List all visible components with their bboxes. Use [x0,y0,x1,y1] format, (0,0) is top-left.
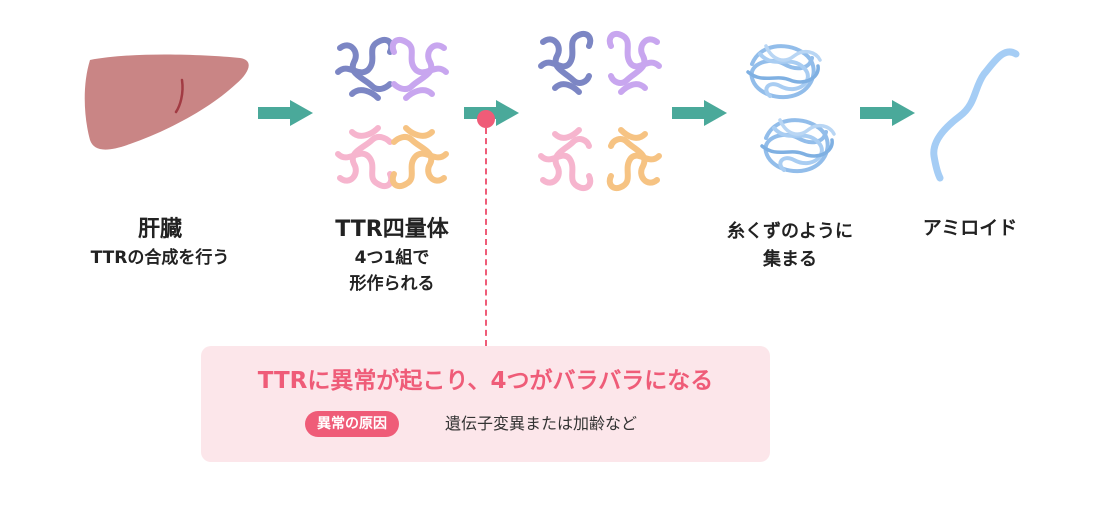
aggregates-illustration [746,44,836,174]
stage-title: アミロイド [922,217,1018,239]
tetramer-subunit-orange [389,125,449,190]
amyloid-fibril-illustration [930,48,1020,182]
stage-description-line: 形作られる [349,274,435,294]
liver-illustration [84,54,249,150]
stage-caption-amyloid: アミロイド [895,213,1045,243]
stage-caption-tetramer: TTR四量体 4つ1組で 形作られる [297,215,487,297]
ttr-tetramer-illustration [335,36,449,190]
stage-description-line: 4つ1組で [354,248,430,268]
amyloid-fibril [930,48,1020,182]
monomer-pink [538,127,594,192]
dissociated-monomers-illustration [538,30,662,192]
abnormality-leader-line [485,128,487,346]
liver-shape [84,54,249,150]
abnormality-marker-dot [477,110,495,128]
stage-caption-aggregate: 糸くずのように 集まる [690,218,890,274]
tetramer-subunit-blue [335,36,395,101]
stage-caption-liver: 肝臓 TTRの合成を行う [55,215,265,271]
callout-title: TTRに異常が起こり、4つがバラバラになる [257,368,714,394]
liver-ligament [174,78,184,114]
tetramer-subunit-pink [335,125,395,190]
abnormality-callout: TTRに異常が起こり、4つがバラバラになる 異常の原因 遺伝子変異または加齢など [201,346,770,462]
arrow-3 [672,100,727,126]
arrow-1 [258,100,313,126]
stage-description-line: TTRの合成を行う [90,248,230,268]
cause-text: 遺伝子変異または加齢など [445,414,638,433]
cause-badge: 異常の原因 [305,411,399,437]
aggregate-bottom [760,118,836,174]
stage-title: TTR四量体 [335,217,449,242]
aggregate-top [746,44,822,100]
stage-description-line: 集まる [763,249,817,270]
monomer-purple [606,30,662,95]
arrow-4 [860,100,915,126]
stage-description-line: 糸くずのように [727,221,853,242]
monomer-orange [606,127,662,192]
tetramer-subunit-purple [389,36,449,101]
stage-title: 肝臓 [137,217,182,242]
monomer-blue [538,30,594,95]
